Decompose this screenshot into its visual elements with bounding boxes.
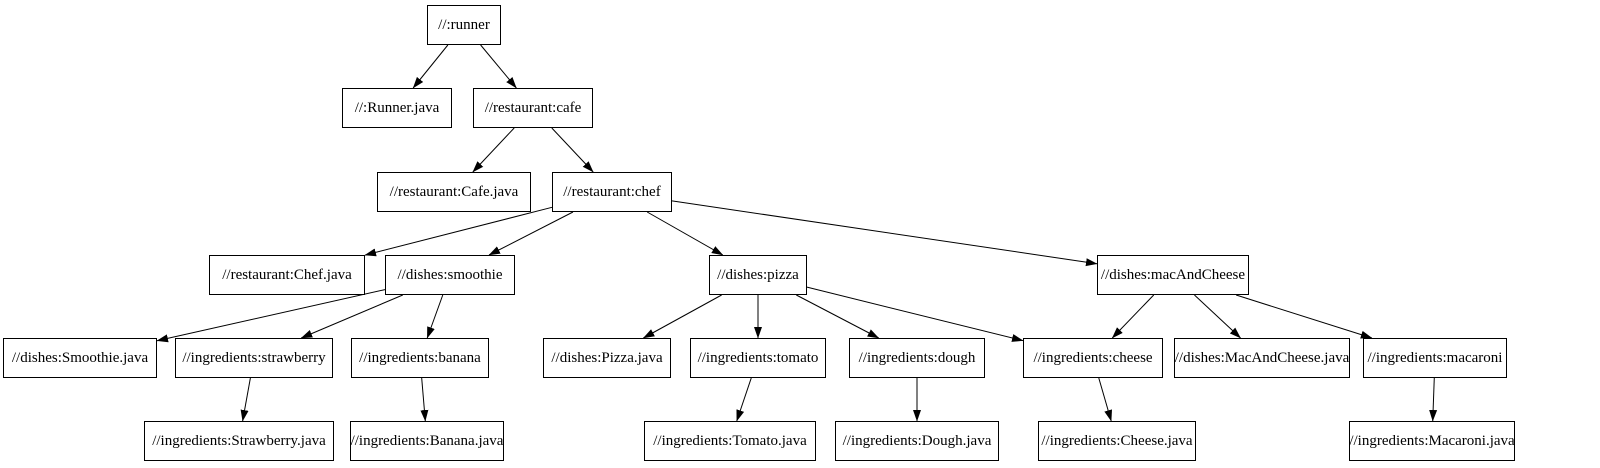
edge-pizza-to-pizza-java (642, 294, 722, 339)
node-tomato: //ingredients:tomato (690, 338, 826, 378)
edge-smoothie-to-strawberry (300, 294, 403, 339)
edge-smoothie-to-smoothie-java (156, 289, 386, 343)
node-mac-and-cheese: //dishes:macAndCheese (1097, 255, 1249, 295)
node-dough: //ingredients:dough (849, 338, 985, 378)
node-cheese: //ingredients:cheese (1023, 338, 1163, 378)
edge-banana-to-banana-java (420, 377, 429, 422)
node-runner: //:runner (427, 5, 501, 45)
node-chef: //restaurant:chef (552, 172, 672, 212)
node-banana: //ingredients:banana (351, 338, 489, 378)
edge-strawberry-to-strawberry-java (240, 377, 251, 422)
edge-cheese-to-cheese-java (1098, 377, 1113, 422)
edge-mac-and-cheese-to-cheese (1111, 294, 1155, 339)
node-chef-java: //restaurant:Chef.java (209, 255, 365, 295)
edge-cafe-to-chef (551, 127, 594, 173)
edge-smoothie-to-banana (426, 294, 444, 339)
edge-chef-to-chef-java (364, 206, 553, 257)
edge-mac-and-cheese-to-macaroni (1235, 294, 1373, 339)
edge-tomato-to-tomato-java (736, 377, 752, 422)
edge-macaroni-to-macaroni-java (1429, 377, 1438, 422)
edge-cafe-to-cafe-java (472, 127, 515, 173)
node-macaroni: //ingredients:macaroni (1363, 338, 1507, 378)
edge-chef-to-pizza (646, 211, 724, 256)
edge-lines-group (156, 44, 1438, 422)
edge-runner-to-runner-java (412, 44, 449, 89)
node-cafe: //restaurant:cafe (473, 88, 593, 128)
node-cafe-java: //restaurant:Cafe.java (377, 172, 531, 212)
node-mac-and-cheese-java: //dishes:MacAndCheese.java (1174, 338, 1350, 378)
node-banana-java: //ingredients:Banana.java (350, 421, 504, 461)
node-strawberry: //ingredients:strawberry (175, 338, 333, 378)
node-macaroni-java: //ingredients:Macaroni.java (1349, 421, 1515, 461)
edge-runner-to-cafe (480, 44, 517, 89)
node-dough-java: //ingredients:Dough.java (835, 421, 999, 461)
edge-chef-to-smoothie (488, 211, 574, 256)
edge-chef-to-mac-and-cheese (671, 200, 1098, 267)
node-pizza-java: //dishes:Pizza.java (543, 338, 671, 378)
edge-pizza-to-cheese (806, 286, 1024, 342)
node-cheese-java: //ingredients:Cheese.java (1038, 421, 1196, 461)
node-strawberry-java: //ingredients:Strawberry.java (144, 421, 334, 461)
node-runner-java: //:Runner.java (342, 88, 452, 128)
edge-mac-and-cheese-to-mac-and-cheese-java (1194, 294, 1241, 339)
node-tomato-java: //ingredients:Tomato.java (644, 421, 816, 461)
node-smoothie-java: //dishes:Smoothie.java (3, 338, 157, 378)
node-pizza: //dishes:pizza (709, 255, 807, 295)
edge-pizza-to-dough (796, 294, 880, 339)
node-smoothie: //dishes:smoothie (385, 255, 515, 295)
